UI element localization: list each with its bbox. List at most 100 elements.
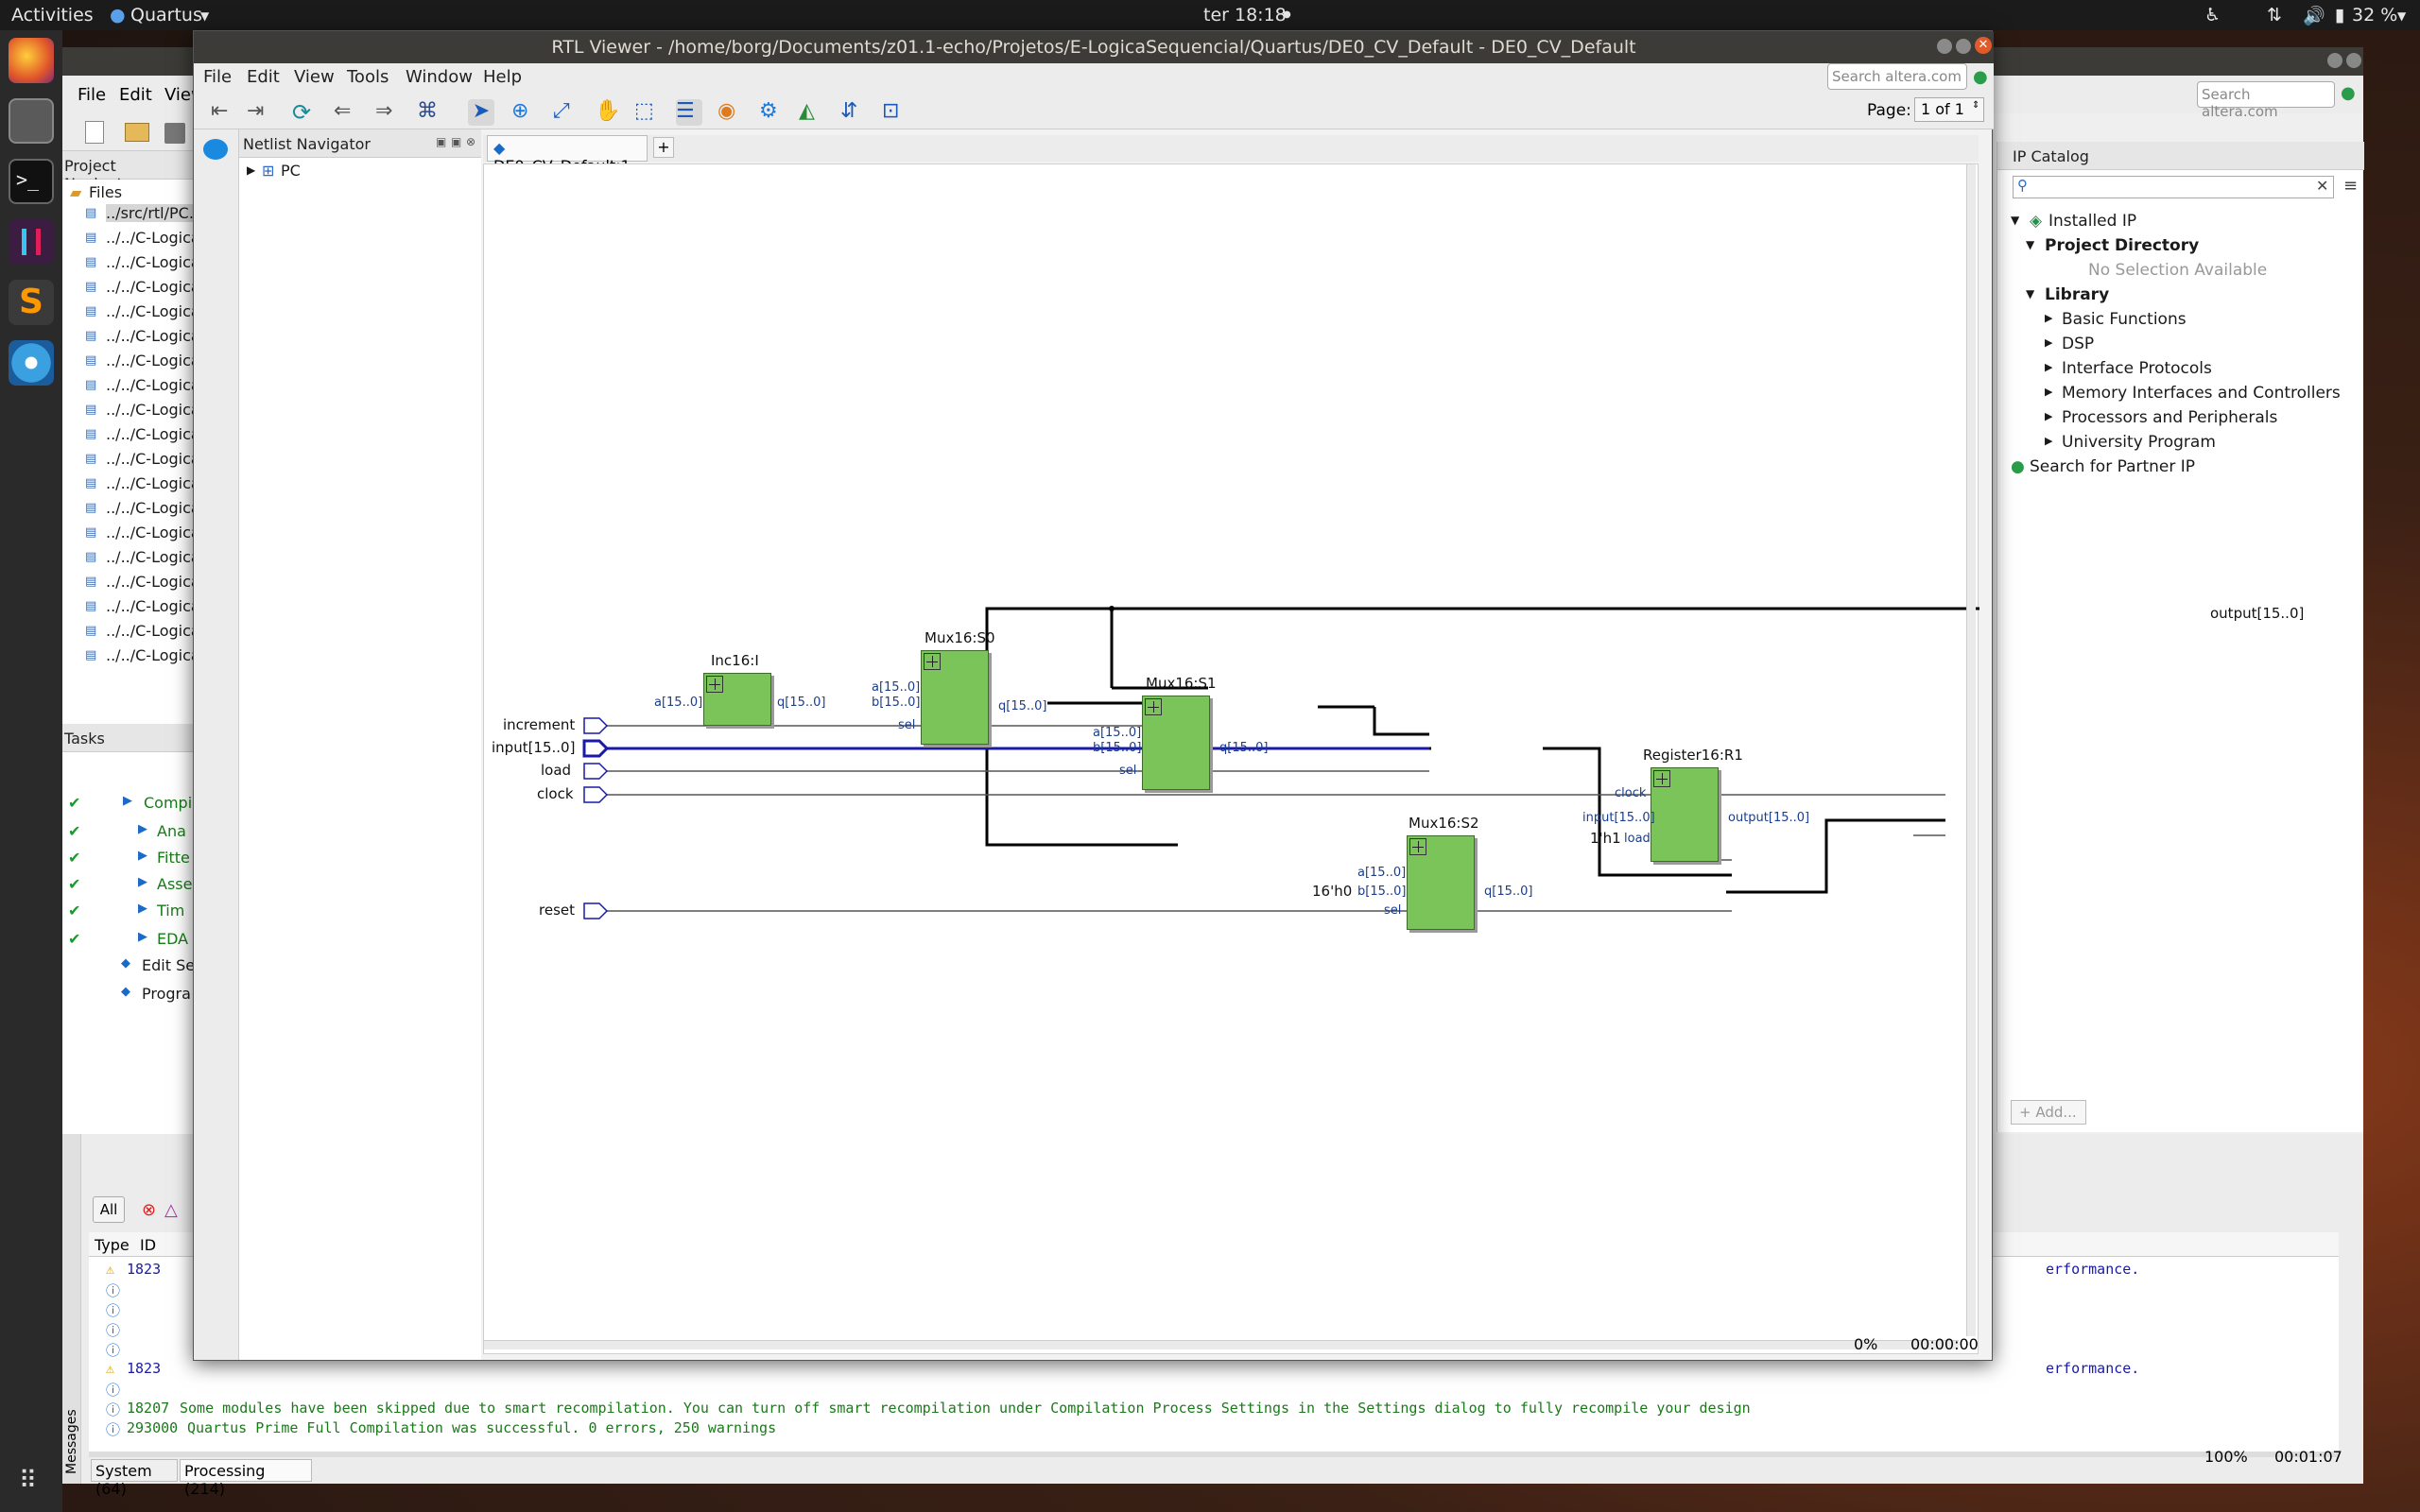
file-item[interactable]: ../../C-Logica — [106, 622, 200, 640]
file-item[interactable]: ../../C-Logica — [106, 450, 200, 468]
message-id[interactable]: 18207 — [127, 1400, 170, 1417]
expand-arrow-icon[interactable]: ▶ — [2045, 435, 2053, 447]
rtl-menu-help[interactable]: Help — [483, 67, 523, 87]
rtl-menu-view[interactable]: View — [294, 67, 335, 87]
expand-arrow-icon[interactable]: ▶ — [2045, 410, 2053, 422]
inc16-block[interactable] — [703, 673, 771, 726]
register16-r1-block[interactable] — [1651, 767, 1719, 862]
search-partner-ip-item[interactable]: Search for Partner IP — [2030, 457, 2196, 476]
expand-arrow-icon[interactable]: ▶ — [2045, 361, 2053, 373]
tab-system[interactable]: System (64) — [91, 1459, 178, 1498]
files-label[interactable]: Files — [89, 183, 123, 201]
expand-block-icon[interactable] — [1409, 838, 1426, 855]
file-item[interactable]: ../../C-Logica — [106, 327, 200, 345]
save-icon[interactable] — [164, 123, 185, 144]
col-type-header[interactable]: Type — [95, 1236, 130, 1254]
main-menu-edit[interactable]: Edit — [119, 85, 152, 105]
activities-button[interactable]: Activities — [11, 5, 94, 26]
task-item[interactable]: Fitte — [157, 849, 190, 867]
task-item[interactable]: Ana — [157, 822, 186, 840]
app-menu-button[interactable]: Quartus — [130, 5, 202, 26]
clear-search-icon[interactable]: ✕ — [2316, 177, 2329, 195]
message-id[interactable]: 1823 — [127, 1261, 162, 1278]
file-item[interactable]: ../../C-Logica — [106, 646, 200, 664]
volume-icon[interactable]: 🔊 — [2303, 6, 2325, 26]
rtl-search-input[interactable]: Search altera.com — [1827, 63, 1967, 90]
hierarchy-icon[interactable]: ⇵ — [840, 99, 858, 123]
forward-arrow-icon[interactable]: ⇥ — [247, 99, 265, 123]
tab-processing[interactable]: Processing (214) — [180, 1459, 312, 1498]
vertical-scrollbar[interactable] — [1966, 164, 1976, 1336]
globe-icon[interactable]: ● — [2341, 83, 2356, 103]
library-category-item[interactable]: Interface Protocols — [2062, 359, 2212, 378]
system-menu-chevron-icon[interactable]: ▼ — [2397, 9, 2407, 23]
file-item[interactable]: ../src/rtl/PC. — [106, 204, 194, 222]
expand-block-icon[interactable] — [924, 653, 941, 670]
file-item[interactable]: ../../C-Logica — [106, 253, 200, 271]
play-icon[interactable]: ▶ — [138, 822, 147, 836]
play-icon[interactable]: ▶ — [138, 849, 147, 863]
add-ip-button[interactable]: + Add... — [2011, 1100, 2086, 1125]
library-category-item[interactable]: University Program — [2062, 433, 2216, 452]
task-item[interactable]: Compi — [144, 794, 193, 812]
main-minimize-icon[interactable] — [2327, 53, 2342, 68]
input-increment-label[interactable]: increment — [503, 716, 576, 733]
file-item[interactable]: ../../C-Logica — [106, 474, 200, 492]
ip-menu-icon[interactable]: ≡ — [2343, 176, 2359, 196]
firefox-icon[interactable] — [9, 38, 54, 83]
filter-icon[interactable]: ◭ — [799, 99, 815, 123]
mux16-s1-block[interactable] — [1142, 696, 1210, 790]
task-item[interactable]: Progra — [142, 985, 191, 1003]
input-clock-label[interactable]: clock — [537, 785, 574, 802]
task-item[interactable]: EDA — [157, 930, 189, 948]
filter-critical-icon[interactable]: △ — [164, 1200, 178, 1220]
add-tab-button[interactable]: + — [653, 137, 674, 158]
file-item[interactable]: ../../C-Logica — [106, 524, 200, 541]
zoom-tool-icon[interactable]: ⊕ — [511, 99, 529, 123]
selection-tool-icon[interactable]: ➤ — [468, 99, 494, 126]
rtl-menu-tools[interactable]: Tools — [347, 67, 389, 87]
filter-error-icon[interactable]: ⊗ — [142, 1200, 157, 1220]
spinner-icon[interactable]: ⇕ — [1972, 100, 1980, 111]
mux16-s0-block[interactable] — [921, 650, 989, 745]
expand-arrow-icon[interactable]: ▼ — [2026, 238, 2035, 251]
task-item[interactable]: Asse — [157, 875, 193, 893]
filter-all-button[interactable]: All — [93, 1196, 125, 1223]
file-item[interactable]: ../../C-Logica — [106, 302, 200, 320]
rtl-menu-window[interactable]: Window — [406, 67, 473, 87]
panel-restore-icon[interactable]: ▣ — [451, 135, 462, 148]
back-arrow-icon[interactable]: ⇤ — [211, 99, 229, 123]
rtl-menu-edit[interactable]: Edit — [247, 67, 280, 87]
tab-de0-cv-default[interactable]: ◆ DE0_CV_Default:1 — [487, 135, 648, 175]
message-text[interactable]: Some modules have been skipped due to sm… — [180, 1400, 1751, 1417]
file-item[interactable]: ../../C-Logica — [106, 376, 200, 394]
open-folder-icon[interactable] — [125, 123, 149, 142]
col-id-header[interactable]: ID — [140, 1236, 157, 1254]
message-id[interactable]: 1823 — [127, 1360, 162, 1377]
task-item[interactable]: Tim — [157, 902, 185, 919]
mux16-s2-block[interactable] — [1407, 835, 1475, 930]
expand-arrow-icon[interactable]: ▶ — [2045, 386, 2053, 398]
message-text[interactable]: erformance. — [2046, 1360, 2140, 1377]
message-text[interactable]: Quartus Prime Full Compilation was succe… — [187, 1419, 777, 1436]
expand-arrow-icon[interactable]: ▶ — [2045, 312, 2053, 324]
ip-search-input[interactable]: ⚲ ✕ — [2013, 176, 2334, 198]
input-bus-label[interactable]: input[15..0] — [492, 739, 576, 756]
register-title[interactable]: Register16:R1 — [1643, 747, 1743, 764]
chat-bubble-icon[interactable] — [203, 139, 228, 160]
library-category-item[interactable]: Processors and Peripherals — [2062, 408, 2278, 427]
sublime-text-icon[interactable]: S — [9, 280, 54, 325]
library-category-item[interactable]: Basic Functions — [2062, 310, 2187, 329]
mux-s0-title[interactable]: Mux16:S0 — [925, 629, 995, 646]
netlist-root-pc[interactable]: PC — [281, 162, 301, 180]
play-icon[interactable]: ▶ — [123, 794, 132, 808]
accessibility-icon[interactable]: ♿ — [2204, 5, 2221, 26]
rtl-maximize-icon[interactable] — [1956, 39, 1971, 54]
show-applications-icon[interactable]: ⠿ — [19, 1467, 38, 1495]
messages-scrollbar[interactable] — [89, 1452, 2339, 1457]
file-item[interactable]: ../../C-Logica — [106, 425, 200, 443]
play-icon[interactable]: ▶ — [138, 875, 147, 889]
library-category-item[interactable]: Memory Interfaces and Controllers — [2062, 384, 2341, 403]
rtl-minimize-icon[interactable] — [1937, 39, 1952, 54]
clock-label[interactable]: ter 18:18 — [1203, 5, 1287, 26]
